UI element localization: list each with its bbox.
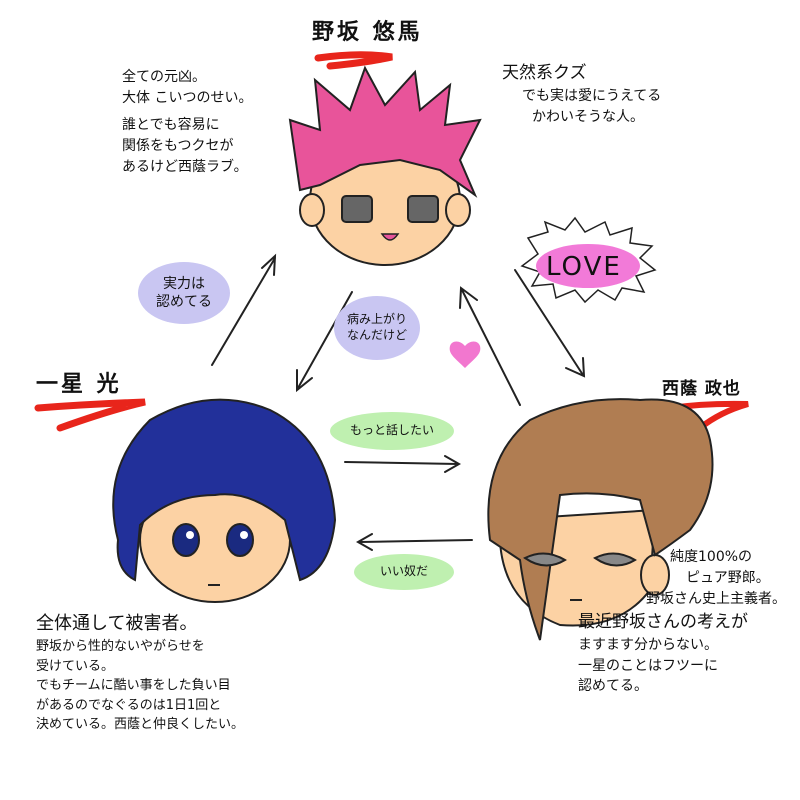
note-line: でもチームに酷い事をした負い目: [36, 678, 231, 694]
nishikage-name: 西蔭 政也: [662, 379, 741, 399]
note-line: 全体通して被害者。: [36, 613, 198, 634]
note-line: 野坂から性的ないやがらせを: [36, 639, 205, 655]
bubble-text: 認めてる: [156, 294, 212, 310]
note-line: 全ての元凶。: [122, 69, 206, 85]
nosaka-notes-right: 天然系クズ でも実は愛にうえてる かわいそうな人。: [502, 62, 661, 129]
arrow-nosaka-to-nishikage: [514, 269, 586, 378]
nosaka-face: [288, 65, 482, 266]
note-line: 誰とでも容易に: [122, 116, 220, 133]
bubble-text: なんだけど: [346, 328, 407, 342]
nishikage-face: [487, 398, 714, 641]
nishikage-name-underline: [667, 400, 749, 431]
nishikage-notes: 純度100%の ピュア野郎。 野坂さん史上主義者。 最近野坂さんの考えが ますま…: [578, 548, 786, 698]
note-line: 認めてる。: [578, 678, 648, 695]
nosaka-notes-left: 全ての元凶。 大体 こいつのせい。 誰とでも容易に 関係をもつクセが あるけど西…: [122, 68, 252, 178]
nosaka-name-underline: [314, 51, 393, 70]
love-label: LOVE: [546, 252, 622, 282]
ichihoshi-notes: 全体通して被害者。 野坂から性的ないやがらせを 受けている。 でもチームに酷い事…: [36, 612, 244, 736]
note-line: かわいそうな人。: [532, 108, 644, 125]
bubble-nosaka-to-ichihoshi: 病み上がり なんだけど: [334, 296, 420, 360]
note-line: 天然系クズ: [502, 63, 587, 83]
note-line: があるのでなぐるのは1日1回と: [36, 697, 222, 713]
bubble-ichihoshi-to-nishikage: もっと話したい: [330, 412, 454, 450]
bubble-text: もっと話したい: [349, 423, 434, 438]
note-line: あるけど西蔭ラブ。: [122, 158, 248, 175]
bubble-ichihoshi-to-nosaka: 実力は 認めてる: [138, 262, 230, 324]
nosaka-name: 野坂 悠馬: [312, 20, 423, 45]
note-line: 受けている。: [36, 658, 115, 674]
note-line: 決めている。西蔭と仲良くしたい。: [36, 717, 245, 733]
ichihoshi-name: 一星 光: [36, 372, 122, 397]
ichihoshi-face: [112, 398, 337, 603]
note-line: ピュア野郎。: [686, 569, 770, 586]
heart-icon: [449, 341, 481, 368]
ichihoshi-name-underline: [34, 398, 146, 432]
bubble-text: 病み上がり: [346, 312, 407, 327]
note-line: 野坂さん史上主義者。: [646, 590, 786, 607]
note-line: 一星のことはフツーに: [578, 657, 718, 674]
note-line: 純度100%の: [670, 549, 753, 565]
arrow-nishikage-to-nosaka: [459, 286, 521, 406]
note-line: 大体 こいつのせい。: [122, 89, 253, 106]
note-line: ますます分からない。: [578, 636, 718, 653]
bubble-text: 実力は: [163, 275, 205, 292]
bubble-text: いい奴だ: [379, 564, 428, 579]
arrow-ichihoshi-to-nosaka: [211, 253, 277, 366]
arrow-nishikage-to-ichihoshi: [355, 533, 473, 551]
note-line: 関係をもつクセが: [122, 137, 234, 154]
arrow-ichihoshi-to-nishikage: [344, 455, 462, 473]
note-line: 最近野坂さんの考えが: [578, 611, 748, 632]
bubble-nishikage-to-ichihoshi: いい奴だ: [354, 554, 454, 590]
note-line: でも実は愛にうえてる: [522, 87, 662, 104]
